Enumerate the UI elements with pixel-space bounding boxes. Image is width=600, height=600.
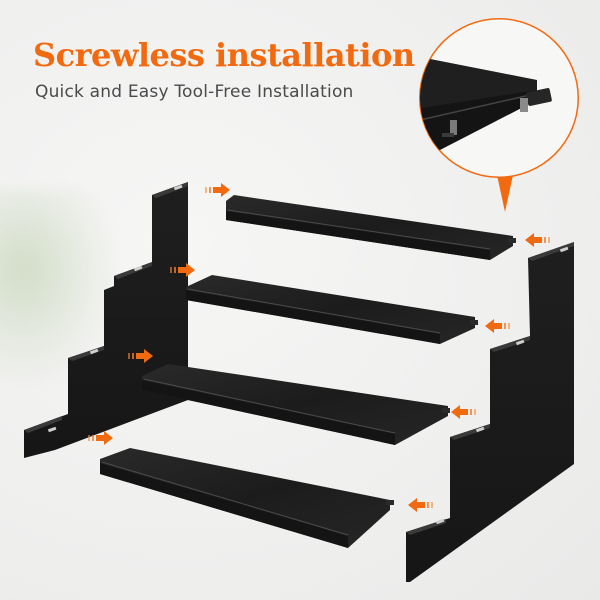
subheadline: Quick and Easy Tool-Free Installation (35, 82, 354, 102)
insert-arrow-icon (205, 183, 230, 197)
insert-arrow-icon (451, 405, 476, 419)
insert-arrow-icon (525, 233, 550, 247)
shelf-4 (100, 448, 394, 548)
left-bracket (24, 182, 188, 458)
insert-arrow-icon (408, 498, 433, 512)
insert-arrow-icon (485, 319, 510, 333)
headline: Screwless installation (33, 36, 415, 74)
shelf-2 (186, 275, 478, 344)
callout-pointer-icon (497, 175, 513, 212)
right-bracket (406, 242, 574, 582)
shelf-3 (142, 364, 450, 445)
detail-callout (419, 18, 579, 212)
shelf-1 (226, 195, 516, 260)
